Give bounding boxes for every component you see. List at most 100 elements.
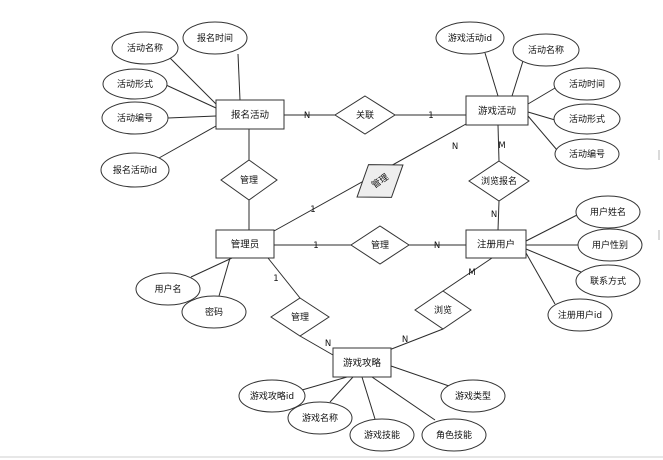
- cardinality-label: 1: [310, 205, 315, 215]
- entity-box: [215, 99, 285, 130]
- attribute-node[interactable]: 活动形式: [102, 68, 168, 100]
- attribute-node[interactable]: 游戏技能: [349, 418, 415, 452]
- connector-line: [218, 257, 231, 297]
- attribute-ellipse: [553, 67, 621, 101]
- attribute-node[interactable]: 活动编号: [554, 138, 620, 170]
- attribute-label: 用户姓名: [590, 206, 626, 218]
- attribute-node[interactable]: 游戏名称: [287, 401, 353, 435]
- attribute-ellipse: [102, 68, 168, 100]
- connector-line: [390, 365, 450, 387]
- connector-line: [525, 214, 578, 242]
- attribute-label: 游戏类型: [455, 390, 491, 402]
- relationship-node[interactable]: 浏览: [414, 290, 472, 330]
- attribute-label: 游戏名称: [302, 412, 338, 424]
- connector-line: [158, 125, 217, 159]
- attribute-ellipse: [349, 418, 415, 452]
- attribute-node[interactable]: 报名活动id: [100, 152, 170, 188]
- attribute-node[interactable]: 角色技能: [421, 418, 487, 452]
- entity-box: [465, 95, 529, 126]
- connector-line: [167, 115, 217, 119]
- relationship-node[interactable]: 管理: [350, 225, 410, 265]
- attribute-node[interactable]: 活动名称: [111, 31, 179, 65]
- attribute-node[interactable]: 注册用户id: [547, 298, 613, 332]
- connector-line: [329, 376, 354, 403]
- entity-label: 注册用户: [477, 239, 515, 251]
- attribute-label: 活动名称: [528, 44, 564, 56]
- attribute-label: 报名活动id: [113, 164, 157, 176]
- attribute-node[interactable]: 活动时间: [553, 67, 621, 101]
- relationship-node[interactable]: 浏览报名: [468, 160, 530, 202]
- attribute-ellipse: [421, 418, 487, 452]
- attribute-ellipse: [554, 138, 620, 170]
- connector-line: [525, 252, 556, 305]
- attribute-ellipse: [575, 264, 641, 298]
- attribute-label: 活动名称: [127, 42, 163, 54]
- connector-line: [388, 328, 444, 351]
- attribute-ellipse: [135, 272, 201, 306]
- attribute-ellipse: [435, 21, 505, 55]
- cardinality-label: N: [491, 210, 497, 220]
- relationship-node[interactable]: 关联: [334, 95, 396, 135]
- relationship-label: 浏览报名: [481, 175, 517, 187]
- relationship-label: 关联: [356, 109, 374, 121]
- connector-line: [299, 335, 334, 356]
- attribute-ellipse: [287, 401, 353, 435]
- attribute-node[interactable]: 活动形式: [553, 103, 621, 135]
- connector-line: [525, 248, 582, 273]
- attribute-node[interactable]: 用户性别: [577, 228, 643, 262]
- relationship-node[interactable]: 管理: [270, 297, 330, 337]
- attribute-node[interactable]: 游戏攻略id: [238, 379, 306, 413]
- attribute-ellipse: [101, 101, 169, 135]
- connector-line: [361, 376, 376, 420]
- attribute-node[interactable]: 活动名称: [512, 33, 580, 67]
- relationship-label: 浏览: [434, 304, 452, 316]
- attribute-label: 角色技能: [436, 429, 472, 441]
- attribute-node[interactable]: 报名时间: [182, 21, 248, 55]
- attribute-node[interactable]: 密码: [181, 295, 247, 329]
- entity-box: [332, 347, 392, 378]
- entity-node[interactable]: 注册用户: [465, 229, 527, 259]
- relationship-diamond: [270, 297, 330, 337]
- attribute-node[interactable]: 用户姓名: [575, 195, 641, 229]
- attribute-ellipse: [100, 152, 170, 188]
- entity-label: 游戏活动: [478, 105, 516, 117]
- relationship-node-faded[interactable]: 管理: [346, 149, 415, 214]
- connector-line: [371, 376, 436, 421]
- cardinality-label: M: [468, 268, 475, 278]
- attribute-label: 报名时间: [197, 32, 233, 44]
- attribute-ellipse: [512, 33, 580, 67]
- relationship-diamond: [350, 225, 410, 265]
- relationship-diamond: [468, 160, 530, 202]
- relationship-label: 管理: [371, 239, 389, 251]
- attribute-ellipse: [238, 379, 306, 413]
- attribute-label: 游戏技能: [364, 429, 400, 441]
- connector-line: [527, 115, 558, 151]
- relationship-diamond: [414, 290, 472, 330]
- entity-node[interactable]: 游戏活动: [465, 95, 529, 126]
- entity-node[interactable]: 游戏攻略: [332, 347, 392, 378]
- attribute-node[interactable]: 联系方式: [575, 264, 641, 298]
- attribute-label: 联系方式: [590, 275, 626, 287]
- cardinality-label: N: [402, 335, 408, 345]
- connector-lines: [158, 52, 582, 421]
- cardinality-label: N: [452, 142, 458, 152]
- attribute-ellipse: [182, 21, 248, 55]
- attribute-node[interactable]: 游戏活动id: [435, 21, 505, 55]
- entity-node[interactable]: 报名活动: [215, 99, 285, 130]
- cardinality-label: N: [434, 241, 440, 251]
- attribute-label: 活动编号: [117, 112, 153, 124]
- attribute-ellipse: [577, 228, 643, 262]
- entity-label: 报名活动: [231, 109, 269, 121]
- relationship-diamond: [220, 159, 278, 201]
- connector-line: [527, 111, 556, 121]
- attribute-ellipse: [575, 195, 641, 229]
- attribute-node[interactable]: 用户名: [135, 272, 201, 306]
- attribute-label: 游戏活动id: [448, 32, 492, 44]
- entity-node[interactable]: 管理员: [215, 229, 275, 259]
- attribute-node[interactable]: 活动编号: [101, 101, 169, 135]
- relationship-node[interactable]: 管理: [220, 159, 278, 201]
- attribute-node[interactable]: 游戏类型: [440, 379, 506, 413]
- connector-line: [267, 257, 301, 299]
- connector-line: [442, 257, 493, 292]
